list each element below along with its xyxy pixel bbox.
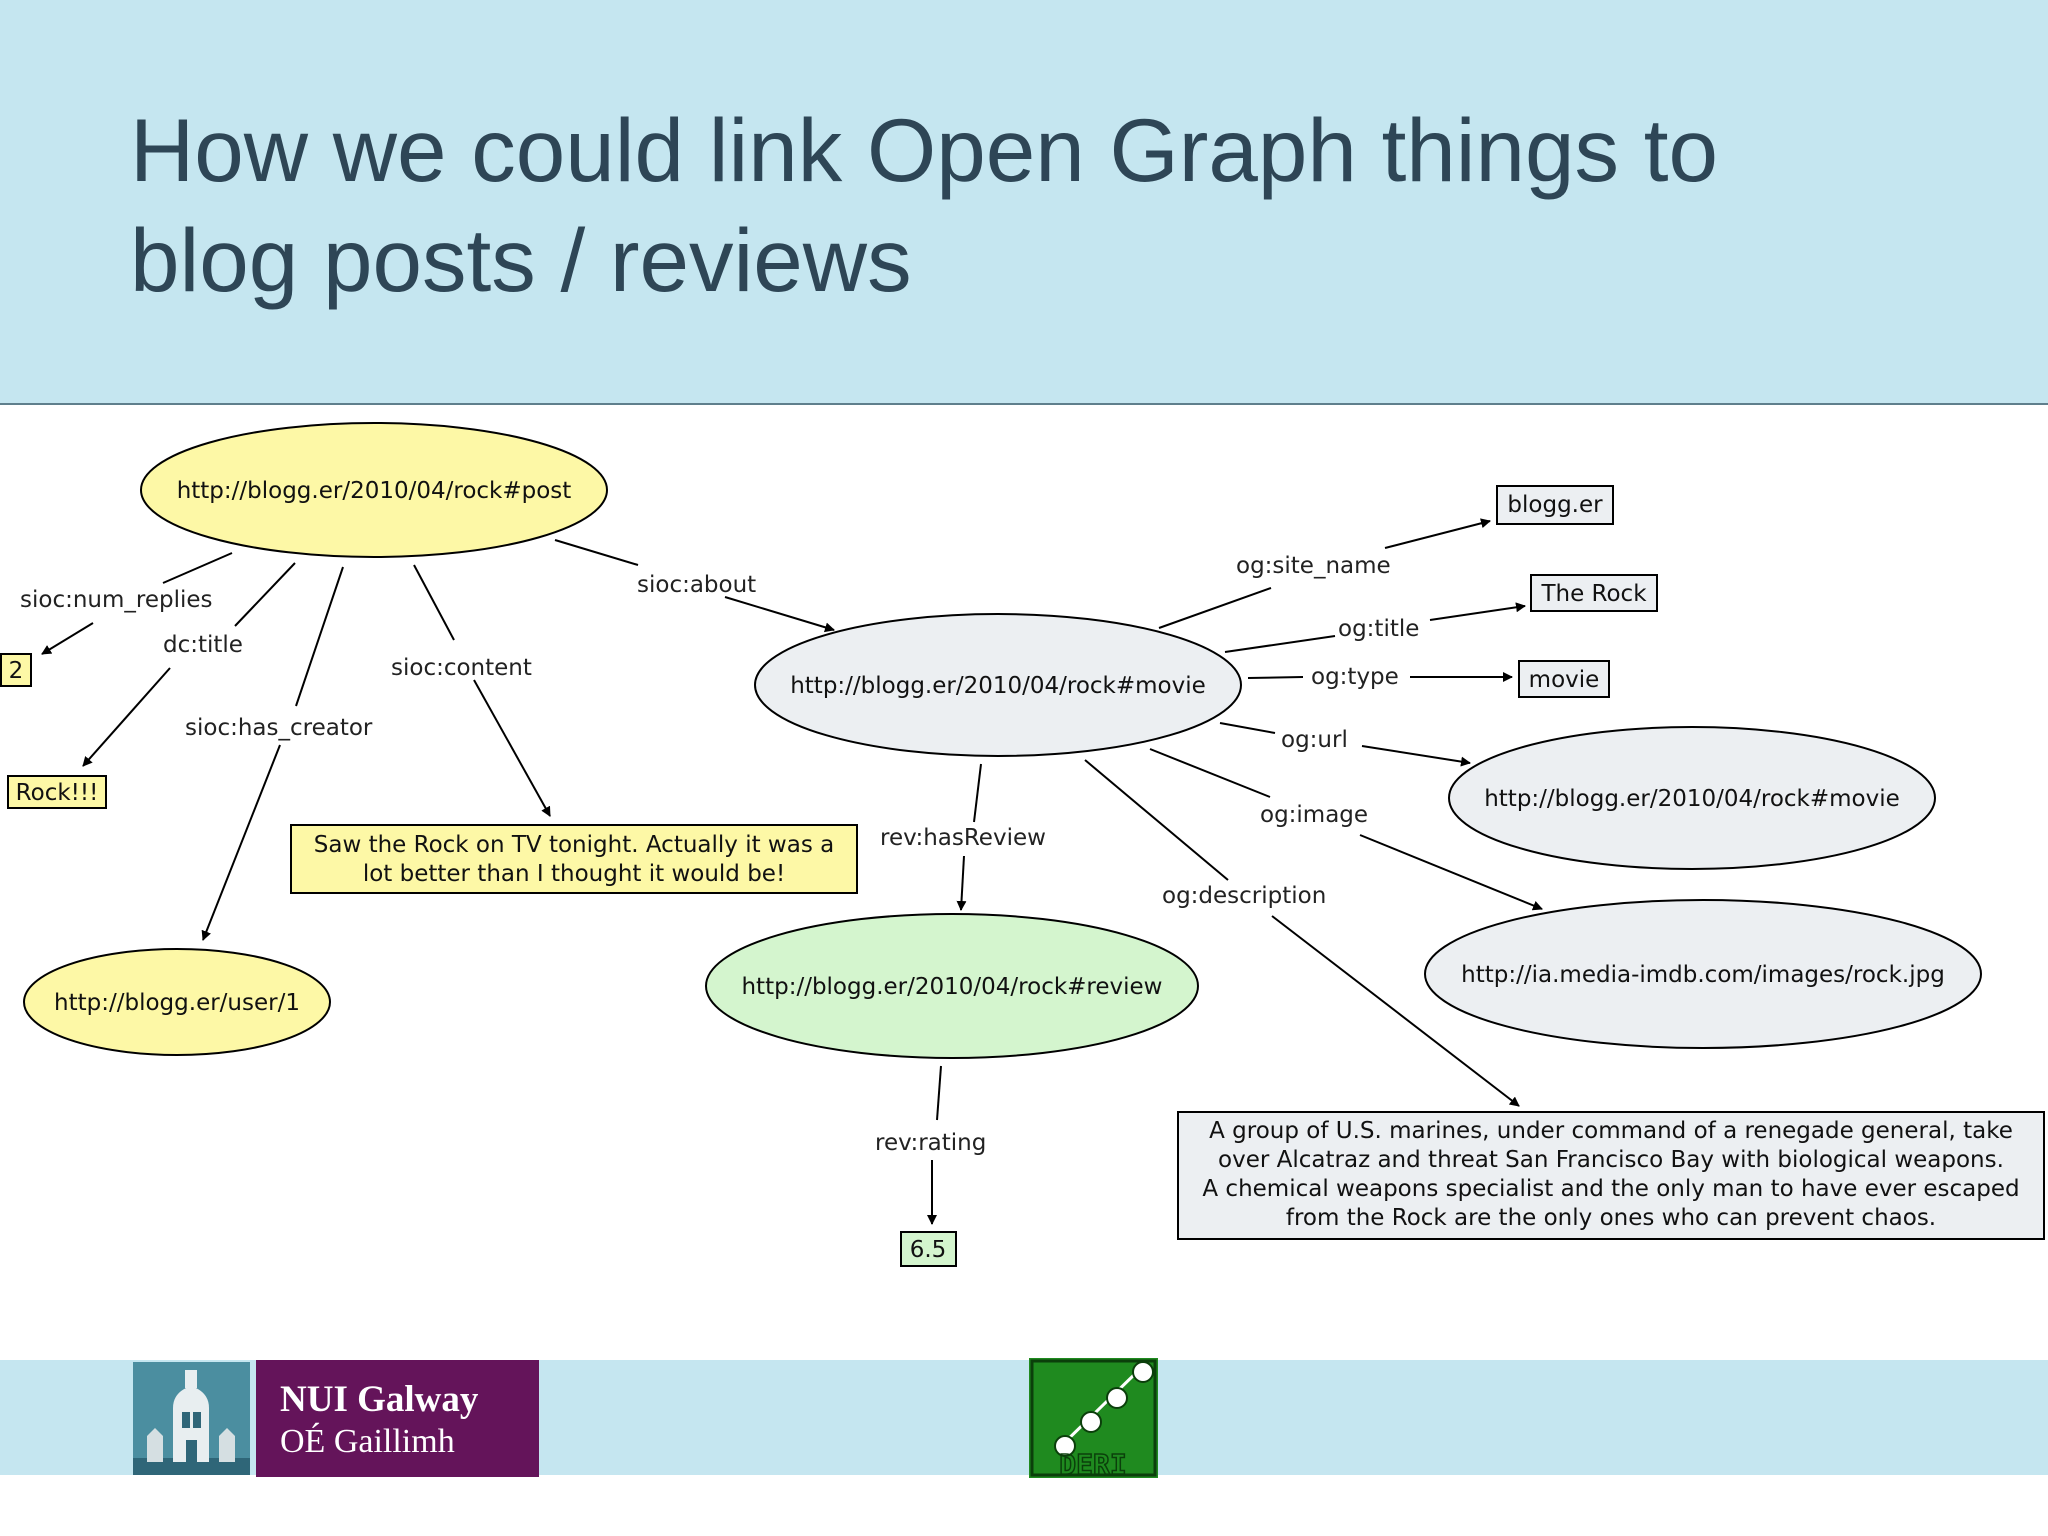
edge-about-line-b [724,596,835,633]
node-review: http://blogg.er/2010/04/rock#review [705,913,1199,1059]
edge-dc-title-line-a [234,562,296,627]
nui-galway-name: NUI Galway [280,1379,479,1420]
edge-og-url-line-b [1361,745,1471,767]
node-num-replies-value-text: 2 [9,658,24,684]
edge-content-line-b [473,679,551,817]
edge-label-dc-title: dc:title [163,632,243,658]
node-title-value: Rock!!! [7,775,107,809]
edge-label-og-type: og:type [1311,664,1399,690]
deri-logo-text: DERI [1059,1448,1126,1478]
edge-label-has-creator: sioc:has_creator [185,715,373,741]
node-content: Saw the Rock on TV tonight. Actually it … [290,824,858,894]
edge-dc-title-line-b [82,667,171,767]
edge-num-replies-line-b [41,622,94,655]
node-og-image-value-text: http://ia.media-imdb.com/images/rock.jpg [1461,962,1945,988]
node-og-url-value-text: http://blogg.er/2010/04/rock#movie [1484,786,1900,812]
edge-label-has-review: rev:hasReview [880,825,1046,851]
node-og-type-value-text: movie [1529,667,1600,693]
node-movie-text: http://blogg.er/2010/04/rock#movie [790,673,1206,699]
node-creator-text: http://blogg.er/user/1 [54,990,300,1016]
edge-label-rating: rev:rating [875,1130,986,1156]
slide-title-line-1: How we could link Open Graph things to [130,100,1719,200]
edge-rating-line-a [936,1065,942,1121]
edge-content-line-a [413,564,455,641]
edge-description-line-b [1271,915,1520,1107]
node-og-type-value: movie [1518,660,1610,698]
edge-label-og-title: og:title [1338,616,1419,642]
edge-description-line-a [1084,759,1229,881]
node-description-line-2: over Alcatraz and threat San Francisco B… [1218,1147,2004,1173]
edge-num-replies-line-a [162,552,233,584]
edge-label-site-name: og:site_name [1236,553,1391,579]
edge-label-og-image: og:image [1260,802,1368,828]
node-description-value: A group of U.S. marines, under command o… [1177,1111,2045,1240]
nui-galway-irish-name: OÉ Gaillimh [280,1423,455,1460]
node-movie: http://blogg.er/2010/04/rock#movie [754,613,1242,757]
edge-site-name-line-a [1158,587,1272,629]
node-description-line-4: from the Rock are the only ones who can … [1286,1205,1936,1231]
node-post: http://blogg.er/2010/04/rock#post [140,422,608,558]
edge-label-content: sioc:content [391,655,532,681]
edge-label-num-replies: sioc:num_replies [20,587,213,613]
edge-og-image-line-a [1149,748,1271,798]
node-og-image-value: http://ia.media-imdb.com/images/rock.jpg [1424,899,1982,1049]
nui-galway-crest-logo [133,1362,250,1475]
edge-site-name-line-b [1384,518,1491,549]
node-creator: http://blogg.er/user/1 [23,948,331,1056]
edge-has-review-line-b [956,855,967,911]
edge-label-og-description: og:description [1162,883,1326,909]
node-title-value-text: Rock!!! [16,780,99,806]
edge-has-creator-line-b [201,744,281,941]
title-banner: How we could link Open Graph things to b… [0,0,2048,405]
edge-has-review-line-a [973,763,982,823]
node-og-title-value: The Rock [1530,574,1658,612]
node-content-line-2: lot better than I thought it would be! [363,861,785,887]
node-description-line-3: A chemical weapons specialist and the on… [1202,1176,2019,1202]
node-site-name-value: blogg.er [1496,485,1614,525]
edge-og-image-line-b [1359,834,1543,911]
edge-og-title-line-b [1429,602,1526,621]
node-description-line-1: A group of U.S. marines, under command o… [1209,1118,2013,1144]
nui-galway-wordmark: NUI Galway OÉ Gaillimh [256,1360,539,1477]
node-rating-value: 6.5 [900,1231,957,1267]
edge-about-line-a [554,539,639,566]
node-num-replies-value: 2 [0,653,32,687]
edge-og-url-line-a [1219,722,1276,734]
edge-og-title-line-a [1224,635,1336,653]
node-review-text: http://blogg.er/2010/04/rock#review [741,974,1162,1000]
edge-label-about: sioc:about [637,572,756,598]
slide-title: How we could link Open Graph things to b… [130,95,1930,315]
deri-logo: DERI [1029,1358,1158,1482]
node-content-line-1: Saw the Rock on TV tonight. Actually it … [314,832,834,858]
node-post-text: http://blogg.er/2010/04/rock#post [177,478,572,504]
edge-has-creator-line-a [295,566,344,707]
node-og-title-value-text: The Rock [1540,581,1647,607]
slide-title-line-2: blog posts / reviews [130,210,912,310]
node-rating-value-text: 6.5 [910,1237,947,1263]
node-og-url-value: http://blogg.er/2010/04/rock#movie [1448,726,1936,870]
edge-og-type-line-a [1247,676,1304,679]
node-site-name-value-text: blogg.er [1507,492,1603,518]
edge-label-og-url: og:url [1281,727,1348,753]
